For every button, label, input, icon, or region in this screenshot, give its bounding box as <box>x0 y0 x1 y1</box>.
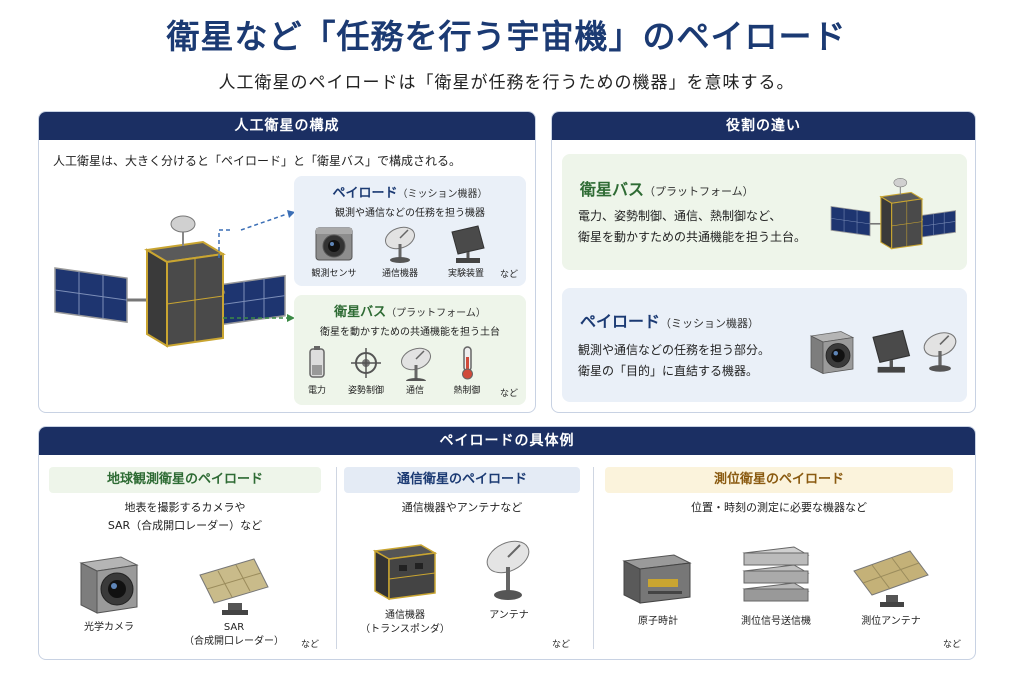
comm-desc: 通信機器やアンテナなど <box>401 501 523 514</box>
page-title: 衛星など「任務を行う宇宙機」のペイロード <box>166 17 847 56</box>
transponder-icon <box>374 544 436 600</box>
column-divider <box>336 467 337 649</box>
payload-box-desc: 観測や通信などの任務を担う機器 <box>335 208 485 219</box>
examples-panel: ペイロードの具体例 地球観測衛星のペイロード 地表を撮影するカメラや SAR（合… <box>38 426 976 660</box>
composition-intro: 人工衛星は、大きく分けると「ペイロード」と「衛星バス」で構成される。 <box>53 154 462 168</box>
roles-heading: 役割の違い <box>552 112 975 140</box>
item-atomic-clock: 原子時計 <box>613 541 703 629</box>
transmitter-icon <box>743 546 809 602</box>
camera-icon <box>80 556 138 614</box>
navigation-title: 測位衛星のペイロード <box>605 467 953 493</box>
experiment-device-icon <box>871 328 912 375</box>
payload-etc: など <box>500 270 519 280</box>
item-communication: 通信 <box>394 343 436 396</box>
experiment-device-icon <box>450 224 486 264</box>
sar-panel-icon <box>199 558 269 616</box>
bus-box: 衛星バス（プラットフォーム） 衛星を動かすための共通機能を担う土台 電力 姿勢制… <box>294 295 526 405</box>
role-payload-desc: 観測や通信などの任務を担う部分。 衛星の「目的」に直結する機器。 <box>578 343 771 378</box>
earth-observation-desc: 地表を撮影するカメラや SAR（合成開口レーダー）など <box>107 501 263 532</box>
item-thermal-control: 熱制御 <box>442 343 492 396</box>
item-experiment-device: 実験装置 <box>440 222 492 279</box>
bus-box-title: 衛星バス（プラットフォーム） <box>334 305 486 320</box>
bus-box-desc: 衛星を動かすための共通機能を担う土台 <box>320 327 500 338</box>
comm-title: 通信衛星のペイロード <box>344 467 580 493</box>
navigation-desc: 位置・時刻の測定に必要な機器など <box>691 501 867 514</box>
atomic-clock-icon <box>623 554 691 604</box>
item-power: 電力 <box>296 343 338 396</box>
item-transponder: 通信機器 （トランスポンダ） <box>350 533 460 637</box>
dish-antenna-icon <box>380 222 420 264</box>
camera-icon <box>315 227 353 261</box>
antenna-icon <box>480 533 536 602</box>
battery-icon <box>309 345 325 378</box>
item-sar: SAR （合成開口レーダー） <box>169 547 299 649</box>
dish-antenna-icon <box>919 326 961 374</box>
role-payload-title: ペイロード（ミッション機器） <box>580 312 760 331</box>
role-bus-desc: 電力、姿勢制御、通信、熱制御など、 衛星を動かすための共通機能を担う土台。 <box>578 209 807 244</box>
thermometer-icon <box>461 346 474 380</box>
nav-antenna-icon <box>853 550 929 608</box>
role-bus-title: 衛星バス（プラットフォーム） <box>580 180 754 199</box>
composition-panel: 人工衛星の構成 人工衛星は、大きく分けると「ペイロード」と「衛星バス」で構成され… <box>38 111 536 413</box>
gyroscope-icon <box>350 347 382 379</box>
item-nav-signal-transmitter: 測位信号送信機 <box>721 541 831 629</box>
examples-heading: ペイロードの具体例 <box>39 427 975 455</box>
role-payload-box: ペイロード（ミッション機器） 観測や通信などの任務を担う部分。 衛星の「目的」に… <box>562 288 967 402</box>
navigation-etc: など <box>943 640 962 650</box>
payload-box: ペイロード（ミッション機器） 観測や通信などの任務を担う機器 観測センサ 通信機… <box>294 176 526 286</box>
comm-column: 通信衛星のペイロード 通信機器やアンテナなど 通信機器 （トランスポンダ） アン… <box>344 467 586 653</box>
satellite-bus-illustration <box>830 177 957 250</box>
item-observation-sensor: 観測センサ <box>308 222 360 279</box>
payload-box-title: ペイロード（ミッション機器） <box>332 186 488 201</box>
item-antenna: アンテナ <box>474 533 544 623</box>
column-divider <box>593 467 594 649</box>
earth-observation-title: 地球観測衛星のペイロード <box>49 467 321 493</box>
earth-etc: など <box>301 640 320 650</box>
comm-etc: など <box>552 640 571 650</box>
connector-arrows <box>218 210 295 322</box>
camera-icon <box>810 331 854 374</box>
item-optical-camera: 光学カメラ <box>59 547 159 635</box>
page-subtitle: 人工衛星のペイロードは「衛星が任務を行うための機器」を意味する。 <box>218 73 795 93</box>
earth-observation-column: 地球観測衛星のペイロード 地表を撮影するカメラや SAR（合成開口レーダー）など… <box>47 467 337 653</box>
bus-etc: など <box>500 389 519 399</box>
composition-heading: 人工衛星の構成 <box>39 112 535 140</box>
navigation-column: 測位衛星のペイロード 位置・時刻の測定に必要な機器など 原子時計 測位信号送信機… <box>601 467 971 653</box>
roles-panel: 役割の違い 衛星バス（プラットフォーム） 電力、姿勢制御、通信、熱制御など、 衛… <box>551 111 976 413</box>
item-comm-equipment: 通信機器 <box>374 222 426 279</box>
role-bus-box: 衛星バス（プラットフォーム） 電力、姿勢制御、通信、熱制御など、 衛星を動かすた… <box>562 154 967 270</box>
item-attitude-control: 姿勢制御 <box>340 343 392 396</box>
dish-antenna-icon <box>396 343 436 381</box>
item-nav-antenna: 測位アンテナ <box>841 541 941 629</box>
